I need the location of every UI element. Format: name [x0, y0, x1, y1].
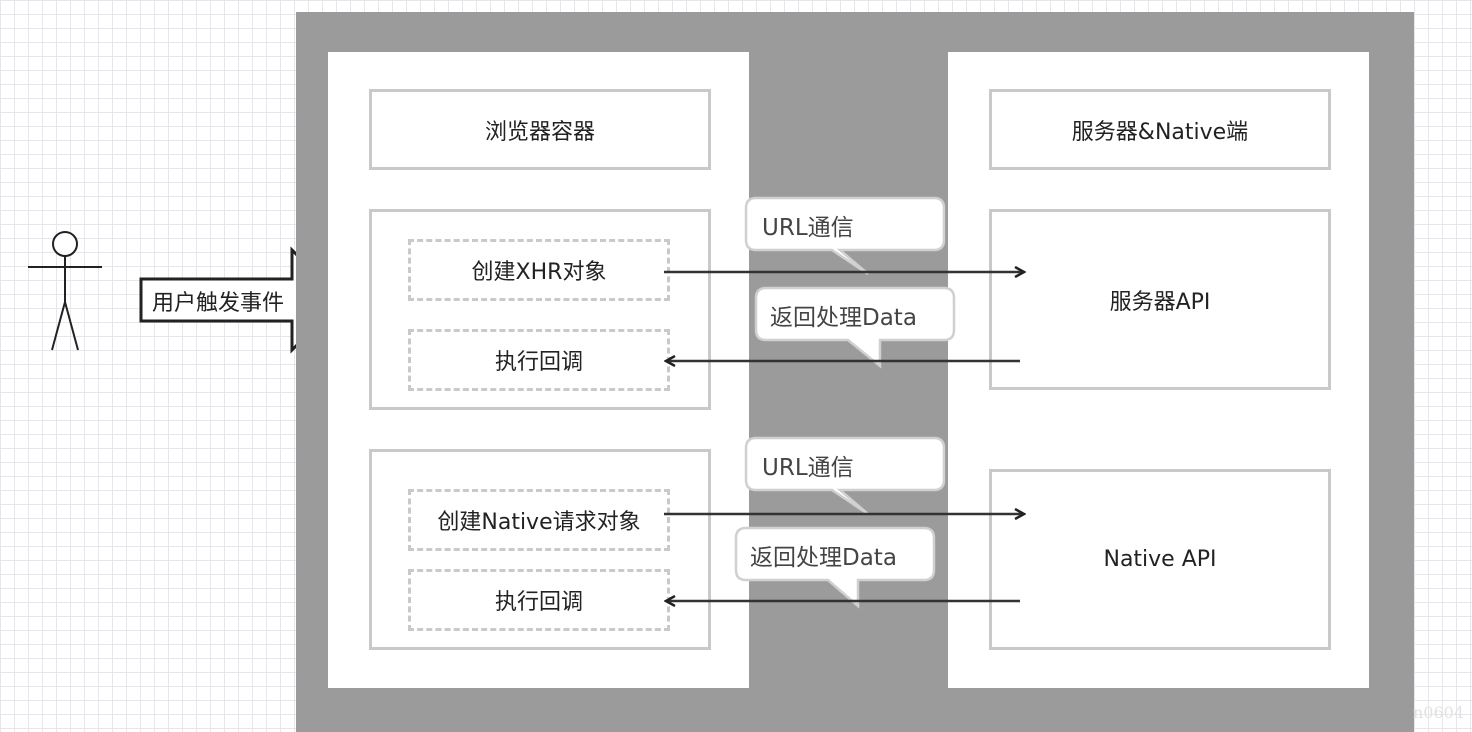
xhr-response-bubble — [754, 286, 956, 369]
native-response-bubble — [734, 526, 936, 609]
native-response-text-wrap: 返回处理Data — [750, 538, 897, 572]
native-callback-box: 执行回调 — [408, 569, 670, 631]
server-title-box: 服务器&Native端 — [989, 89, 1331, 170]
server-api-label: 服务器API — [1109, 289, 1211, 315]
native-api-label: Native API — [1103, 547, 1217, 572]
create-xhr-box: 创建XHR对象 — [408, 239, 670, 301]
browser-title-box: 浏览器容器 — [369, 89, 711, 170]
create-native-label: 创建Native请求对象 — [437, 510, 641, 535]
actor-stick-figure — [28, 231, 102, 351]
xhr-callback-label: 执行回调 — [494, 350, 583, 375]
watermark: n0604 — [1412, 703, 1464, 722]
native-callback-label: 执行回调 — [494, 590, 583, 615]
native-request-text-wrap: URL通信 — [762, 448, 854, 482]
xhr-request-text-wrap: URL通信 — [762, 208, 854, 242]
create-native-box: 创建Native请求对象 — [408, 489, 670, 551]
xhr-callback-box: 执行回调 — [408, 329, 670, 391]
native-request-bubble — [744, 436, 946, 516]
xhr-response-text: 返回处理Data — [770, 305, 917, 331]
xhr-request-text: URL通信 — [762, 215, 854, 241]
native-api-box: Native API — [989, 469, 1331, 650]
actor-event-label: 用户触发事件 — [145, 286, 291, 316]
server-api-box: 服务器API — [989, 209, 1331, 390]
actor-event-text: 用户触发事件 — [151, 291, 284, 316]
server-title: 服务器&Native端 — [1071, 119, 1249, 145]
native-response-text: 返回处理Data — [750, 545, 897, 571]
create-xhr-label: 创建XHR对象 — [471, 260, 607, 285]
native-request-text: URL通信 — [762, 455, 854, 481]
xhr-request-bubble — [744, 196, 946, 276]
browser-title: 浏览器容器 — [484, 119, 595, 145]
xhr-response-text-wrap: 返回处理Data — [770, 298, 917, 332]
